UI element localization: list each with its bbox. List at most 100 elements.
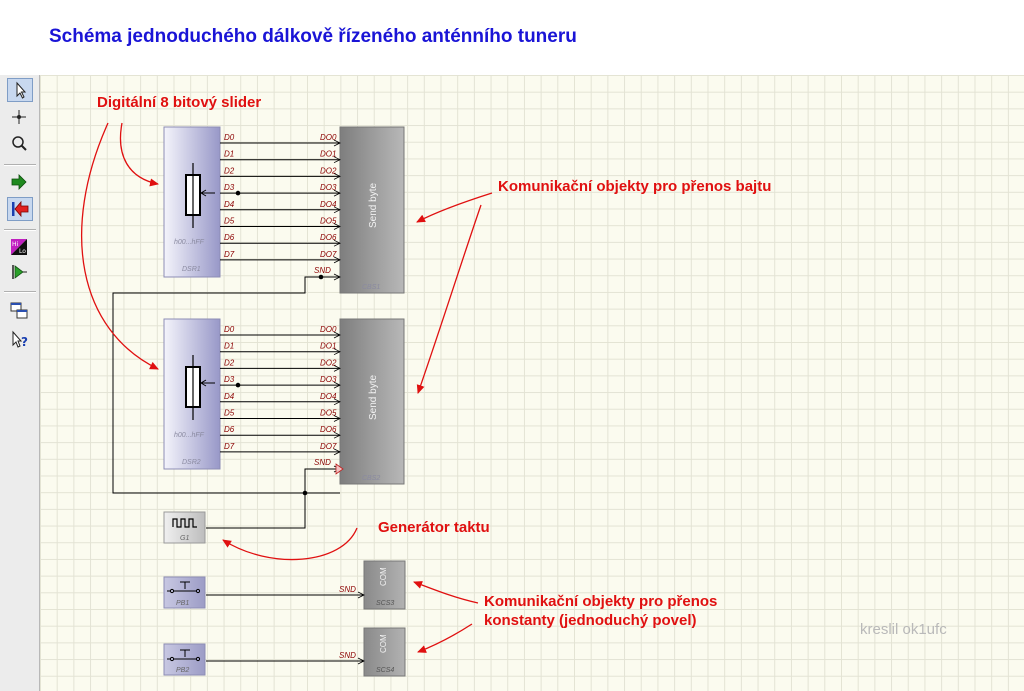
input-arrow bbox=[333, 139, 341, 147]
arrow-to-scs4 bbox=[417, 623, 473, 653]
input-arrow bbox=[333, 331, 341, 339]
junction-dot bbox=[235, 382, 241, 388]
clock-wave-icon bbox=[172, 518, 197, 528]
annotation-slider: Digitální 8 bitový slider bbox=[97, 94, 261, 111]
windows-button[interactable] bbox=[7, 300, 33, 324]
input-pin-label: DO0 bbox=[320, 133, 337, 142]
junction-dot bbox=[235, 190, 241, 196]
input-arrow bbox=[333, 156, 341, 164]
input-arrow bbox=[333, 256, 341, 264]
output-pin-label: D6 bbox=[224, 233, 235, 242]
stop-button[interactable] bbox=[7, 197, 33, 221]
input-pin-label: DO6 bbox=[320, 233, 337, 242]
input-pin-label: DO5 bbox=[320, 409, 337, 418]
input-pin-label: DO7 bbox=[320, 250, 337, 259]
input-pin-label: DO0 bbox=[320, 325, 337, 334]
annotation-const-objects-1: Komunikační objekty pro přenos bbox=[484, 593, 717, 610]
output-pin-label: D3 bbox=[224, 375, 235, 384]
input-arrow bbox=[333, 348, 341, 356]
cbs1-text: Send byte bbox=[368, 183, 379, 228]
output-pin-label: D0 bbox=[224, 133, 235, 142]
output-pin-label: D0 bbox=[224, 325, 235, 334]
junction-dot bbox=[302, 490, 308, 496]
input-pin-label: DO6 bbox=[320, 425, 337, 434]
input-pin-label: DO2 bbox=[320, 166, 337, 175]
run-forward-arrow-icon bbox=[11, 174, 27, 190]
arrow-to-send-1 bbox=[416, 192, 493, 223]
slider-block-dsr2[interactable]: h00...hFF DSR2 bbox=[163, 318, 221, 470]
svg-text:?: ? bbox=[21, 335, 28, 349]
cbs1-label: CBS1 bbox=[362, 284, 380, 291]
dsr2-label: DSR2 bbox=[182, 459, 201, 466]
dsr2-range: h00...hFF bbox=[174, 432, 205, 439]
output-pin-label: D3 bbox=[224, 183, 235, 192]
arrow-to-scs3 bbox=[413, 581, 479, 604]
snd-pin-label-2: SND bbox=[314, 458, 331, 467]
input-pin-label: DO5 bbox=[320, 217, 337, 226]
cursor-marker bbox=[335, 463, 344, 475]
com-block-scs4[interactable]: COM SCS4 bbox=[363, 627, 406, 677]
generator-block-g1[interactable]: G1 bbox=[163, 511, 206, 544]
input-arrow bbox=[333, 206, 341, 214]
g1-label: G1 bbox=[180, 535, 189, 542]
output-pin-label: D7 bbox=[224, 250, 235, 259]
input-pin-label: DO3 bbox=[320, 375, 337, 384]
slider-block-dsr1[interactable]: h00...hFF DSR1 bbox=[163, 126, 221, 278]
stop-back-arrow-icon bbox=[12, 200, 29, 218]
send-byte-block-cbs2[interactable]: Send byte CBS2 bbox=[339, 318, 405, 485]
cbs2-text: Send byte bbox=[368, 375, 379, 420]
input-arrow bbox=[333, 415, 341, 422]
input-pin-label: DO3 bbox=[320, 183, 337, 192]
clock-wiring bbox=[112, 276, 340, 529]
output-pin-label: D5 bbox=[224, 217, 235, 226]
input-arrow bbox=[333, 365, 341, 372]
output-pin-label: D1 bbox=[224, 150, 234, 159]
pb1-label: PB1 bbox=[176, 600, 189, 607]
output-pin-label: D4 bbox=[224, 200, 235, 209]
scs4-snd-label: SND bbox=[339, 651, 356, 660]
annotation-generator: Generátor taktu bbox=[378, 519, 490, 536]
input-arrow bbox=[333, 398, 341, 406]
page-title: Schéma jednoduchého dálkově řízeného ant… bbox=[49, 26, 577, 47]
credit-text: kreslil ok1ufc bbox=[860, 621, 947, 638]
arrow-to-slider-1 bbox=[119, 122, 159, 187]
help-button[interactable]: ? bbox=[7, 329, 33, 353]
com-block-scs3[interactable]: COM SCS3 bbox=[363, 560, 406, 610]
zoom-tool-button[interactable] bbox=[7, 133, 33, 157]
push-button-pb1[interactable]: PB1 bbox=[163, 576, 206, 609]
svg-text:Hi: Hi bbox=[12, 241, 19, 248]
crosshair-tool-button[interactable] bbox=[7, 106, 33, 130]
send-byte-block-cbs1[interactable]: Send byte CBS1 bbox=[339, 126, 405, 294]
scs3-label: SCS3 bbox=[376, 600, 394, 607]
input-arrow bbox=[333, 189, 341, 197]
pb2-label: PB2 bbox=[176, 667, 189, 674]
snd-pin-label-1: SND bbox=[314, 266, 331, 275]
run-button[interactable] bbox=[7, 171, 33, 195]
scs4-text: COM bbox=[379, 634, 388, 653]
input-pin-label: DO4 bbox=[320, 200, 337, 209]
input-arrow bbox=[333, 223, 341, 230]
input-arrow bbox=[333, 381, 341, 389]
annotation-arrows bbox=[81, 122, 493, 653]
help-pointer-icon: ? bbox=[12, 330, 28, 349]
output-pin-label: D4 bbox=[224, 392, 235, 401]
annotation-byte-objects: Komunikační objekty pro přenos bajtu bbox=[498, 178, 771, 195]
push-button-pb2[interactable]: PB2 bbox=[163, 643, 206, 676]
pointer-tool-button[interactable] bbox=[7, 78, 33, 102]
junction-dot bbox=[318, 274, 324, 280]
input-pin-label: DO2 bbox=[320, 358, 337, 367]
probe-button[interactable] bbox=[7, 261, 33, 285]
input-arrow bbox=[333, 448, 341, 456]
arrow-to-send-2 bbox=[416, 204, 482, 394]
input-arrow bbox=[333, 431, 341, 439]
output-pin-label: D2 bbox=[224, 166, 235, 175]
input-arrow bbox=[333, 173, 341, 180]
output-pin-label: D1 bbox=[224, 342, 234, 351]
input-pin-label: DO7 bbox=[320, 442, 337, 451]
